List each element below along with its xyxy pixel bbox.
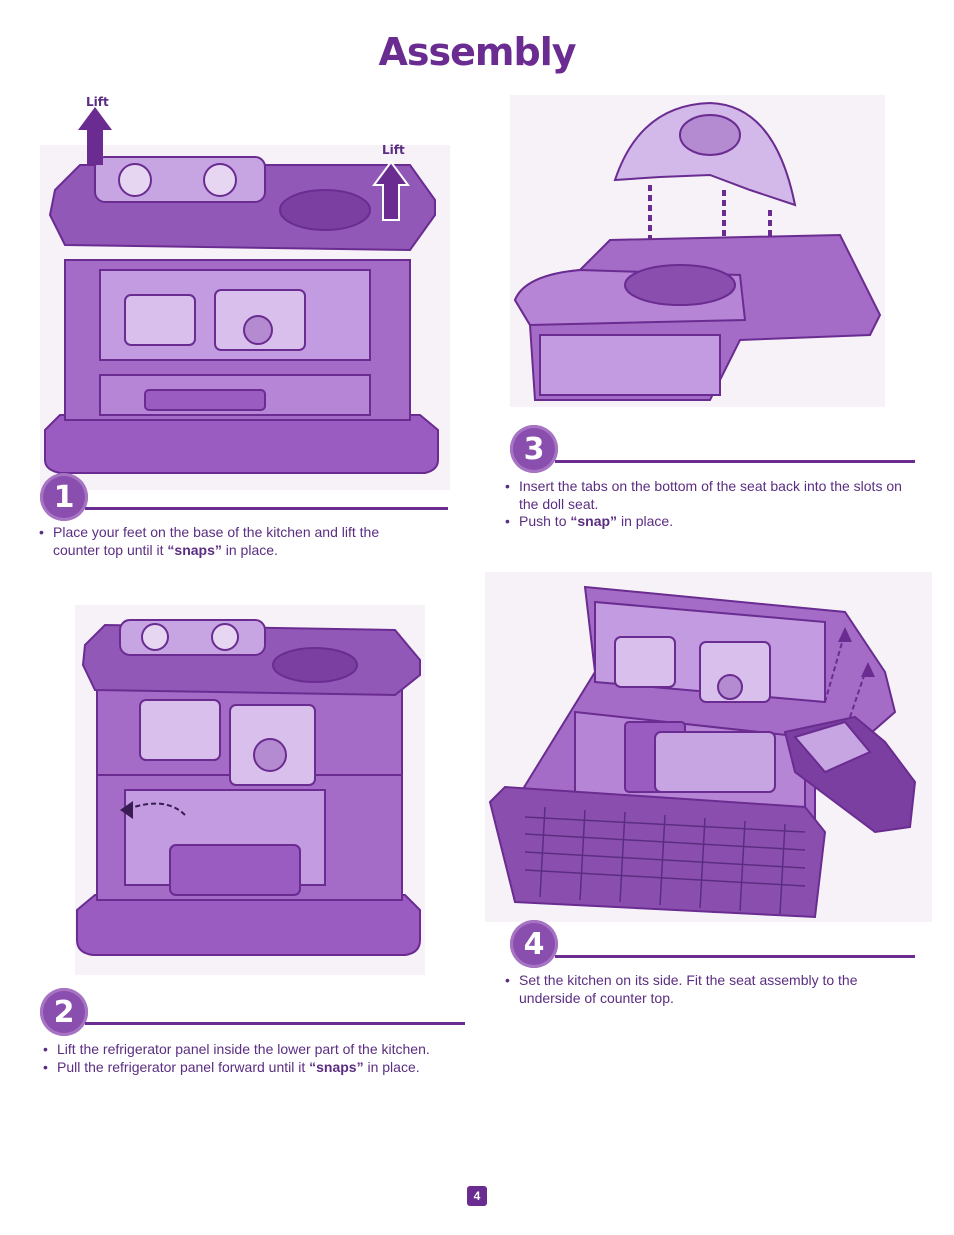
- step3-illustration: [510, 95, 885, 407]
- step2-divider: [85, 1022, 465, 1025]
- step1-instructions: Place your feet on the base of the kitch…: [39, 524, 429, 559]
- step2-illustration: [75, 605, 425, 975]
- step4-bullet-1: Set the kitchen on its side. Fit the sea…: [505, 972, 915, 1007]
- step3-instructions: Insert the tabs on the bottom of the sea…: [505, 478, 915, 531]
- step1-illustration: [40, 95, 450, 490]
- step4-illustration: [485, 572, 932, 922]
- step1-divider: [85, 507, 448, 510]
- step3-badge: 3: [510, 425, 558, 473]
- step2-bullet-1: Lift the refrigerator panel inside the l…: [43, 1041, 473, 1059]
- step2-bullet-2: Pull the refrigerator panel forward unti…: [43, 1059, 473, 1077]
- step4-divider: [555, 955, 915, 958]
- step3-bullet-2: Push to “snap” in place.: [505, 513, 915, 531]
- step3-divider: [555, 460, 915, 463]
- step2-instructions: Lift the refrigerator panel inside the l…: [43, 1041, 473, 1076]
- step1-bullet-1: Place your feet on the base of the kitch…: [39, 524, 429, 559]
- kitchen-on-side-seat-image: [485, 572, 932, 922]
- step4-instructions: Set the kitchen on its side. Fit the sea…: [505, 972, 915, 1007]
- step2-badge: 2: [40, 988, 88, 1036]
- step4-badge: 4: [510, 920, 558, 968]
- page-number: 4: [467, 1186, 487, 1206]
- doll-seat-assembly-image: [510, 95, 885, 407]
- step3-bullet-1: Insert the tabs on the bottom of the sea…: [505, 478, 915, 513]
- lift-label-right: Lift: [382, 143, 405, 157]
- page-title: Assembly: [378, 30, 576, 74]
- step1-badge: 1: [40, 473, 88, 521]
- kitchen-lift-countertop-image: [40, 107, 450, 490]
- kitchen-refrigerator-panel-image: [75, 605, 425, 975]
- lift-label-left: Lift: [86, 95, 109, 109]
